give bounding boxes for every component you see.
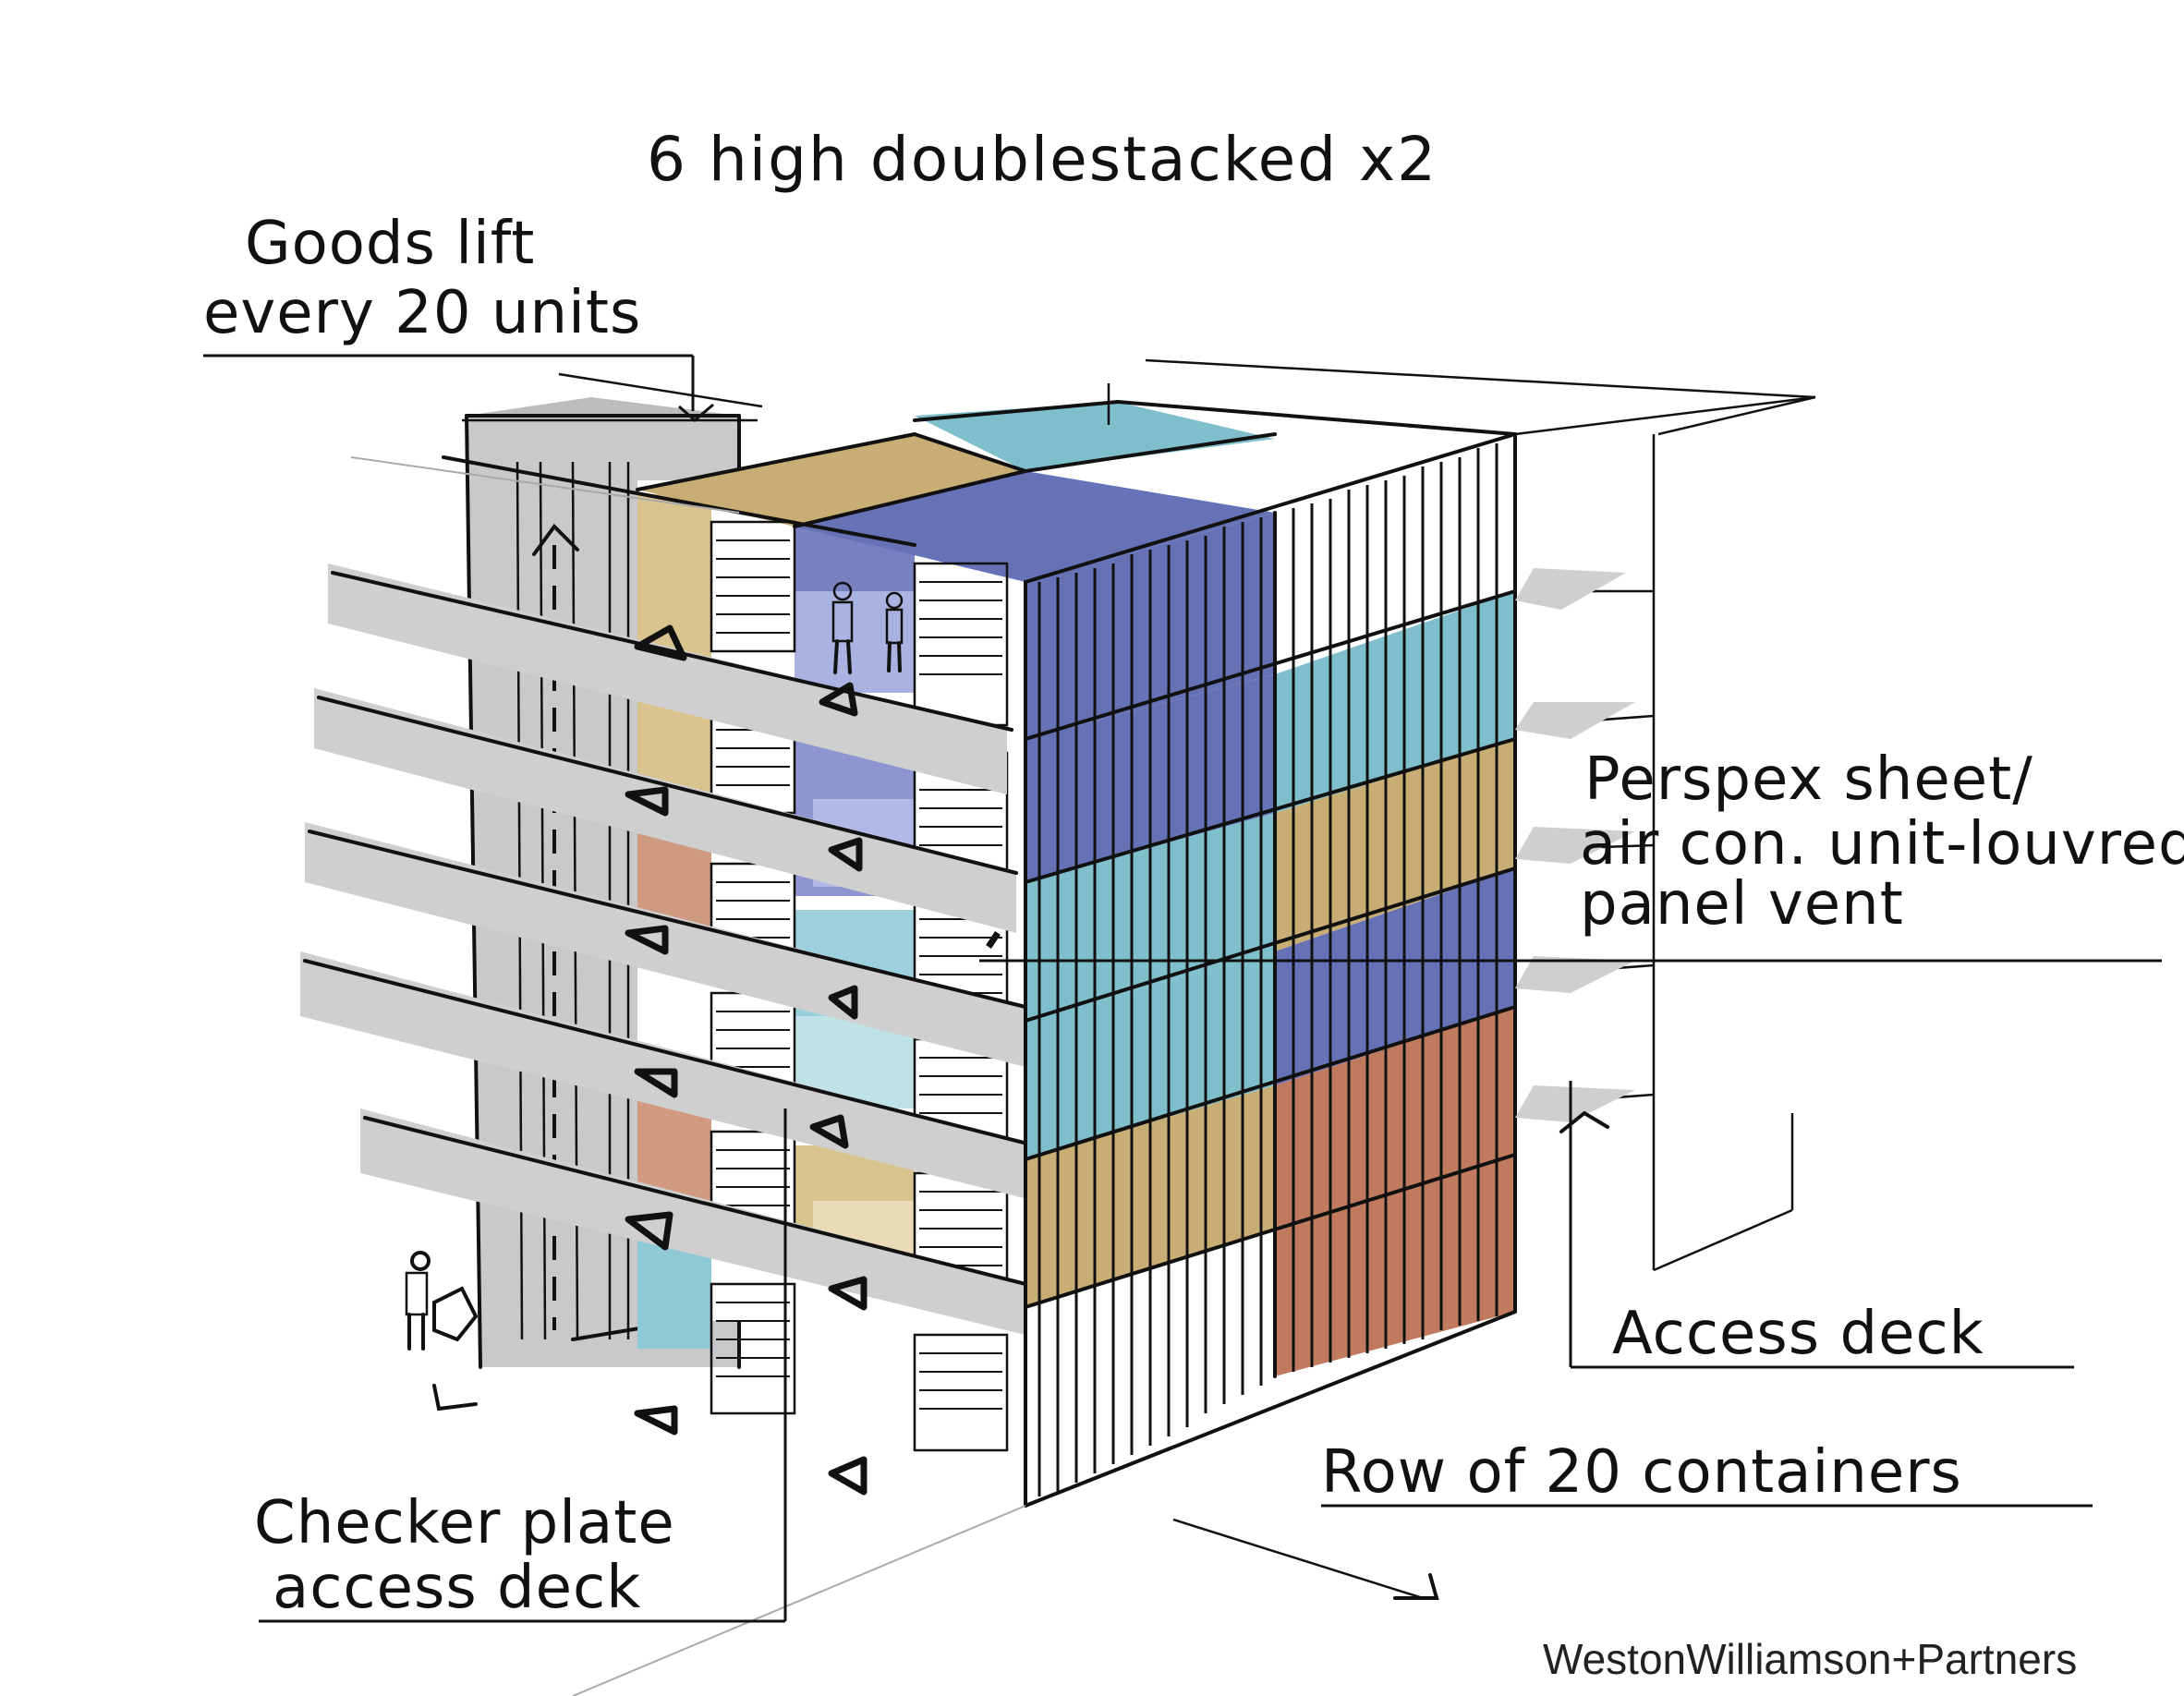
triangle-marker-icon xyxy=(625,624,1001,1496)
person-figure-icon xyxy=(405,1251,479,1411)
perspex-label-line1: Perspex sheet/ xyxy=(1584,745,2033,814)
perspex-label-line3: panel vent xyxy=(1580,870,1904,939)
diagram-title: 6 high doublestacked x2 xyxy=(647,124,1438,195)
perspex-label-line2: air con. unit-louvred xyxy=(1580,810,2184,878)
up-arrow-icon xyxy=(1559,1110,1609,1133)
access-deck-edges xyxy=(303,455,1046,1290)
rear-deck-slabs xyxy=(1515,568,1635,1122)
row-containers-label: Row of 20 containers xyxy=(1321,1438,1962,1507)
access-deck-label: Access deck xyxy=(1612,1300,1984,1368)
up-arrow-icon xyxy=(532,523,579,556)
person-figure-icon xyxy=(831,581,904,674)
checker-plate-label-line2: access deck xyxy=(273,1554,641,1622)
checker-plate-label-line1: Checker plate xyxy=(254,1489,675,1557)
goods-lift-label-line2: every 20 units xyxy=(203,279,641,347)
ground-lines xyxy=(350,456,1439,1696)
leader-lines xyxy=(203,354,2162,1623)
goods-lift-label-line1: Goods lift xyxy=(245,210,535,278)
container-facade-front xyxy=(1024,432,1517,1508)
credit-logo: WestonWilliamson+Partners xyxy=(1543,1635,2077,1683)
